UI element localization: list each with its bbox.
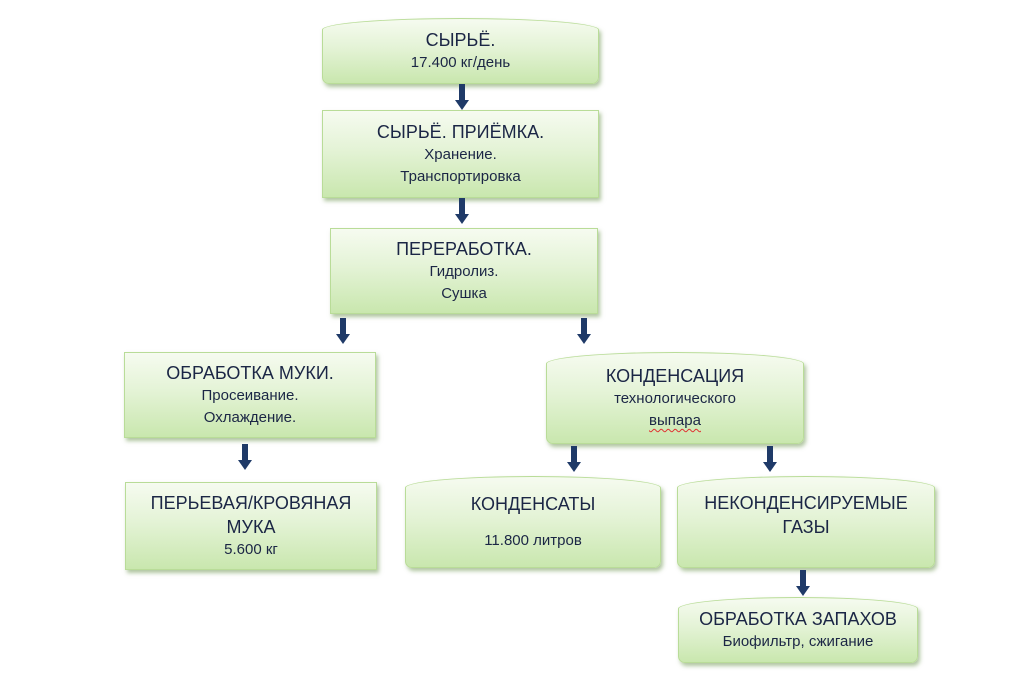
node-condensation: КОНДЕНСАЦИЯ технологического выпара <box>546 352 804 444</box>
node-title: ОБРАБОТКА ЗАПАХОВ <box>699 609 897 629</box>
node-title: ПЕРЬЕВАЯ/КРОВЯНАЯ МУКА <box>150 493 352 537</box>
arrow-down-icon <box>567 446 581 474</box>
node-detail: Просеивание. <box>201 387 299 404</box>
node-title: КОНДЕНСАЦИЯ <box>605 366 745 386</box>
node-detail: 17.400 кг/день <box>410 54 511 71</box>
node-title: КОНДЕНСАТЫ <box>470 494 596 514</box>
arrow-down-icon <box>796 570 810 598</box>
node-flour-processing: ОБРАБОТКА МУКИ. Просеивание. Охлаждение. <box>124 352 376 438</box>
arrow-down-icon <box>577 318 591 346</box>
node-title: СЫРЬЁ. <box>425 30 496 50</box>
node-detail: Гидролиз. <box>429 263 499 280</box>
node-detail: Сушка <box>441 285 487 302</box>
node-detail: Биофильтр, сжигание <box>722 633 874 650</box>
node-detail: 5.600 кг <box>224 541 278 558</box>
node-odor-treatment: ОБРАБОТКА ЗАПАХОВ Биофильтр, сжигание <box>678 597 918 663</box>
node-raw-material: СЫРЬЁ. 17.400 кг/день <box>322 18 599 84</box>
node-detail: Транспортировка <box>400 168 521 185</box>
node-condensates: КОНДЕНСАТЫ 11.800 литров <box>405 476 661 568</box>
arrow-down-icon <box>336 318 350 346</box>
node-detail: Охлаждение. <box>203 409 297 426</box>
arrow-down-icon <box>455 198 469 226</box>
arrow-down-icon <box>763 446 777 474</box>
node-title: СЫРЬЁ. ПРИЁМКА. <box>376 122 545 142</box>
node-feather-blood-meal: ПЕРЬЕВАЯ/КРОВЯНАЯ МУКА 5.600 кг <box>125 482 377 570</box>
node-detail: технологического <box>614 390 736 407</box>
node-title: ПЕРЕРАБОТКА. <box>396 239 532 259</box>
node-detail: Хранение. <box>424 146 497 163</box>
node-title: НЕКОНДЕНСИРУЕМЫЕ ГАЗЫ <box>704 493 908 537</box>
node-detail: 11.800 литров <box>484 532 582 549</box>
node-title: ОБРАБОТКА МУКИ. <box>166 363 334 383</box>
node-raw-intake: СЫРЬЁ. ПРИЁМКА. Хранение. Транспортировк… <box>322 110 599 198</box>
node-noncondensable-gases: НЕКОНДЕНСИРУЕМЫЕ ГАЗЫ <box>677 476 935 568</box>
arrow-down-icon <box>455 84 469 112</box>
arrow-down-icon <box>238 444 252 472</box>
node-processing: ПЕРЕРАБОТКА. Гидролиз. Сушка <box>330 228 598 314</box>
node-detail: выпара <box>649 412 701 429</box>
